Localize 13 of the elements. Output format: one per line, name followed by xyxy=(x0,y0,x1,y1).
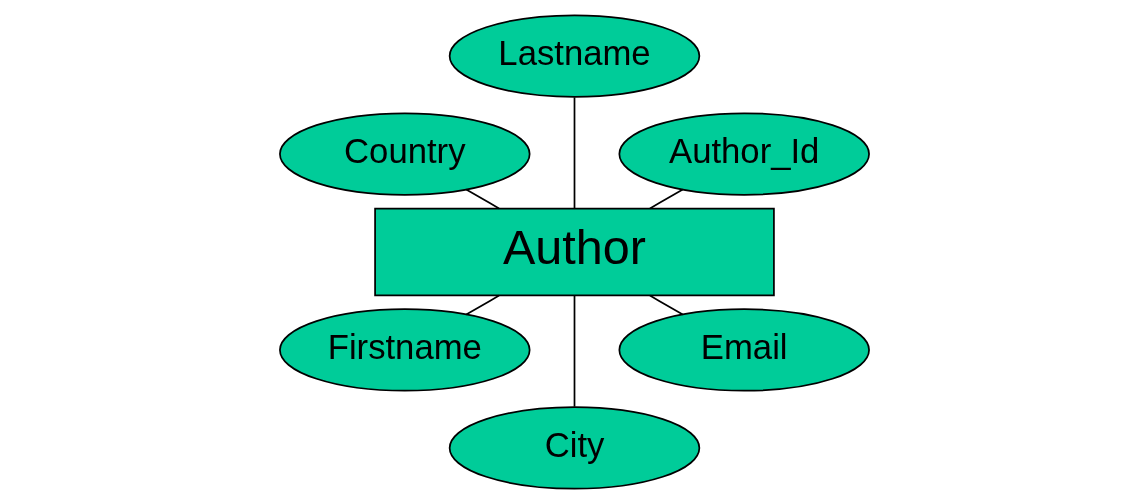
node-box: Author xyxy=(373,207,775,297)
connector xyxy=(648,188,684,210)
node-ellipse: Author_Id xyxy=(618,112,870,196)
node-ellipse: Firstname xyxy=(278,308,530,392)
node-ellipse: Lastname xyxy=(448,14,700,98)
node-ellipse: Email xyxy=(618,308,870,392)
connector xyxy=(464,294,500,316)
node-ellipse: Country xyxy=(278,112,530,196)
node-ellipse: City xyxy=(448,406,700,490)
connector xyxy=(464,188,500,210)
connector xyxy=(573,96,575,210)
connector xyxy=(648,294,684,316)
connector xyxy=(573,294,575,408)
